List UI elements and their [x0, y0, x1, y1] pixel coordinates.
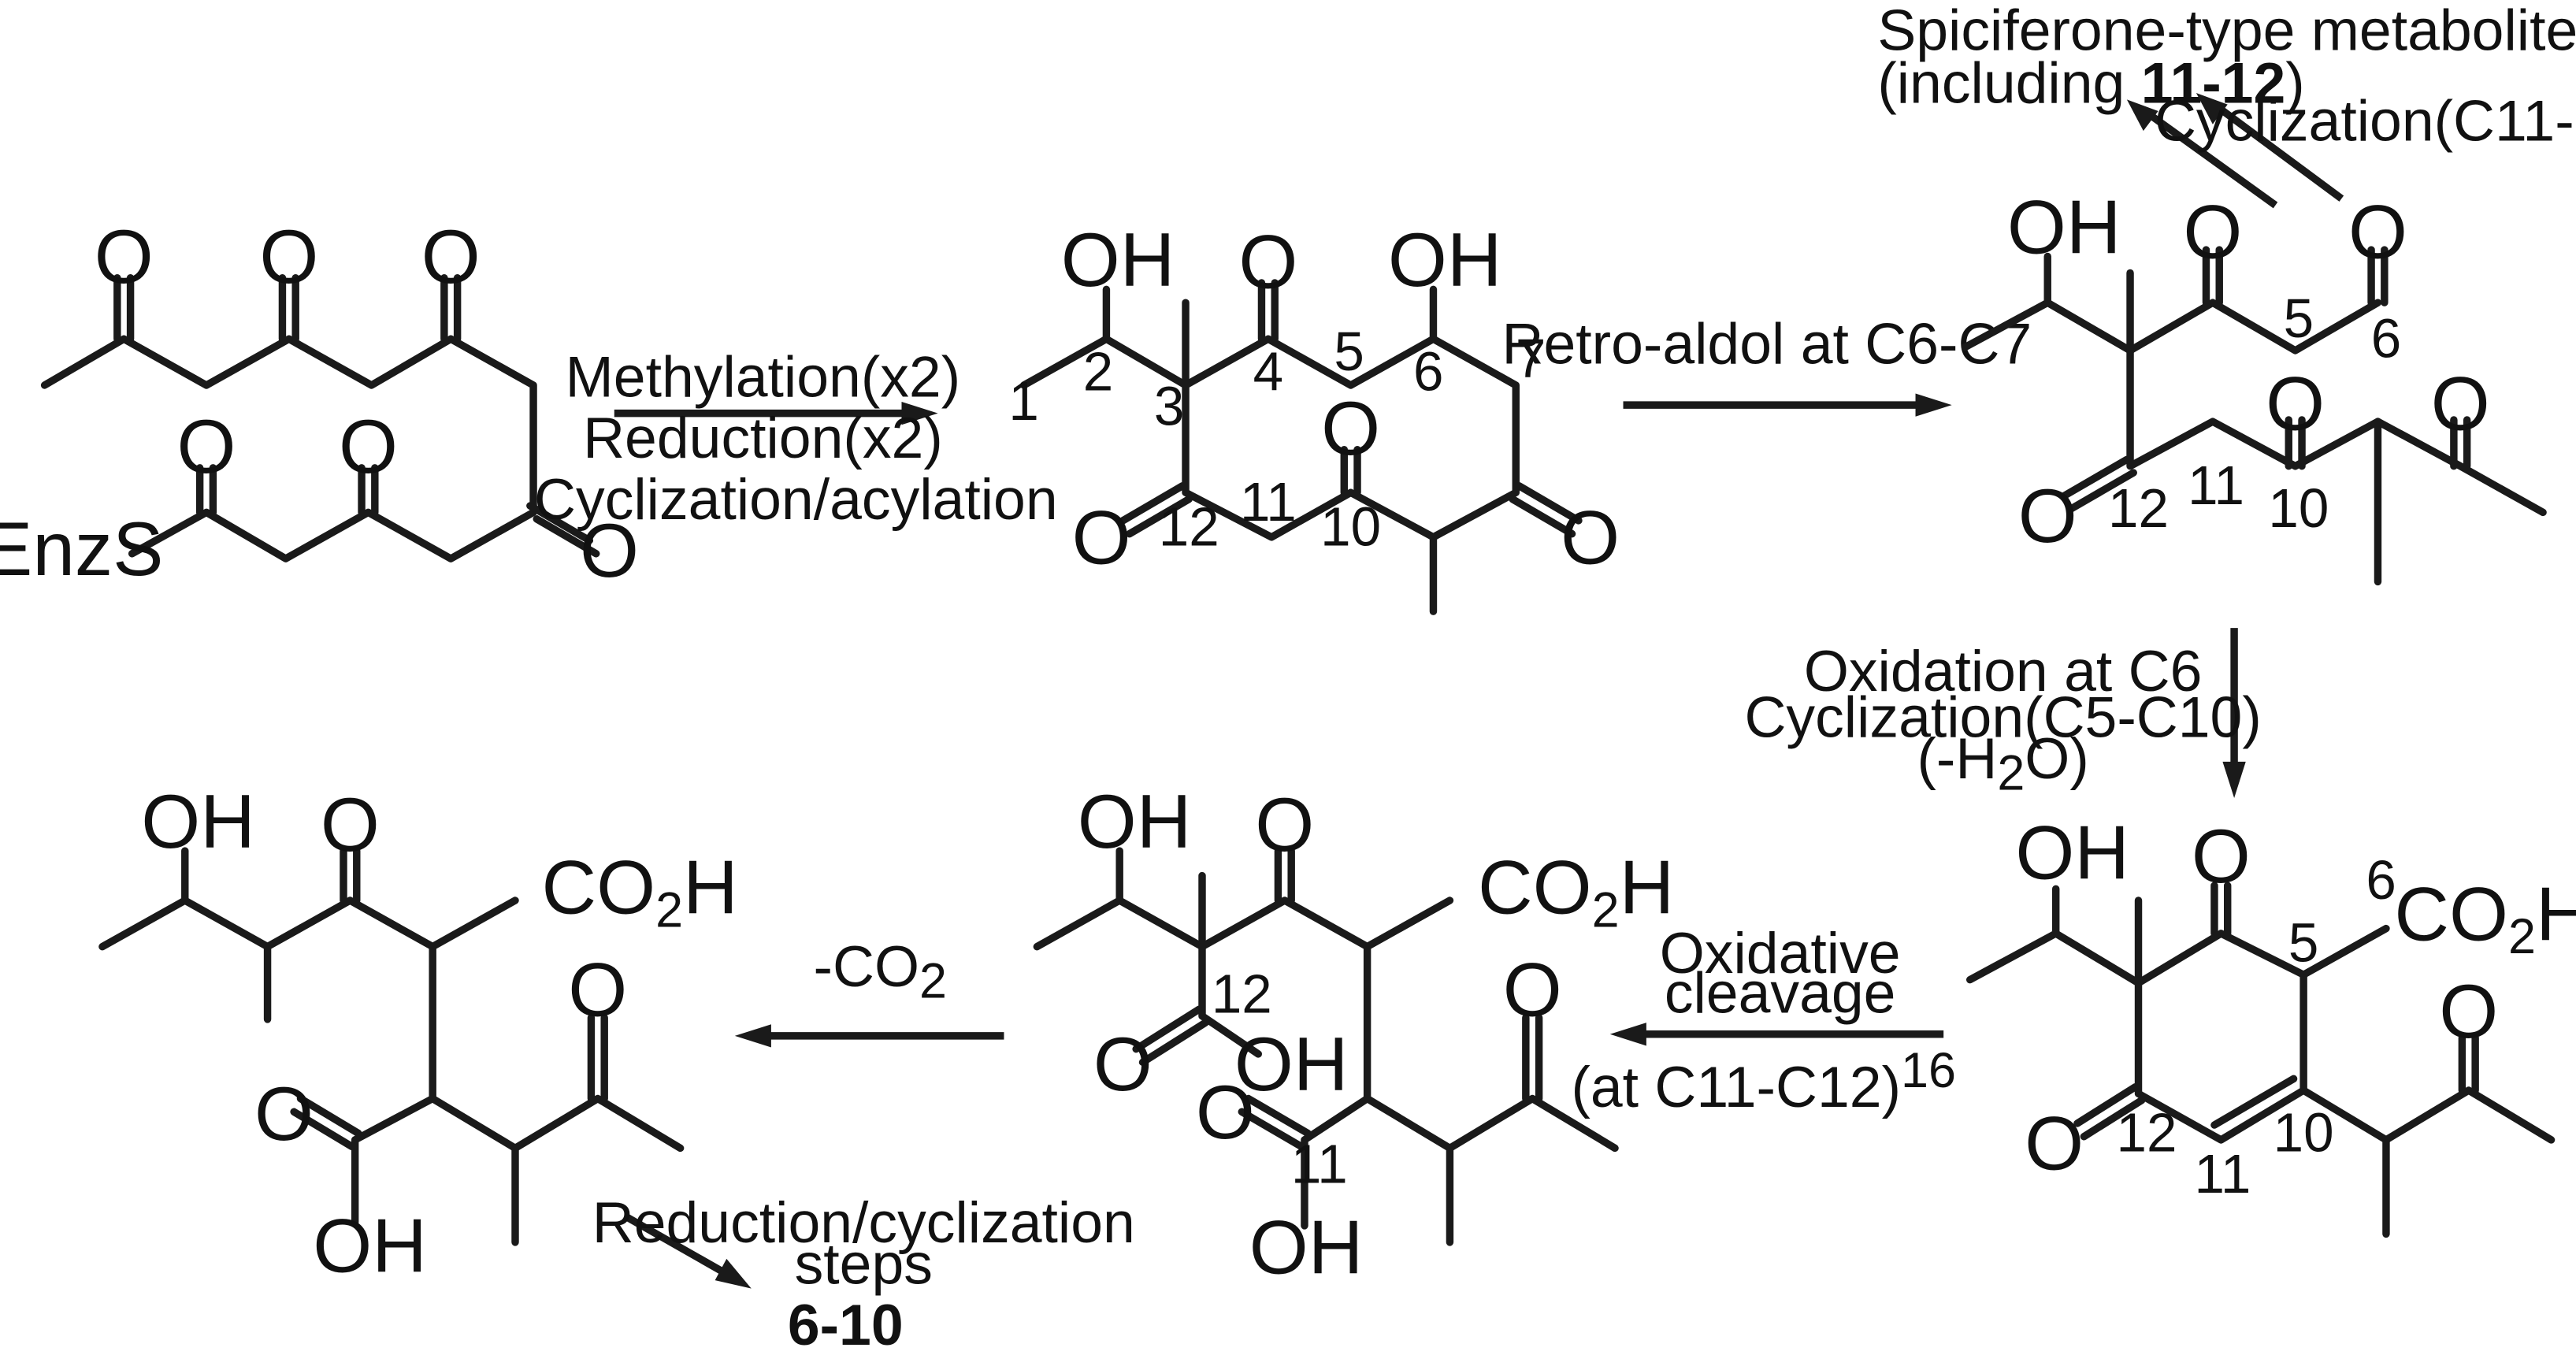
- structure-retro-aldol-product: OH O O O O O 5 6 11 12 10: [1961, 185, 2547, 586]
- carbon-number-3: 3: [1154, 375, 1184, 436]
- carboxylic-acid-group: CO2H: [542, 846, 738, 938]
- step3-oxidation-label: Oxidation at C6: [1804, 639, 2203, 703]
- carbon-number-5: 5: [2284, 288, 2314, 349]
- carbon-number-5: 5: [2288, 912, 2318, 974]
- hydroxyl-group: OH: [1388, 218, 1502, 303]
- carbon-number-12: 12: [1212, 963, 1272, 1025]
- carbon-number-12: 12: [1159, 496, 1219, 557]
- reaction-arrow-6: Reduction/cyclization steps 6-10: [592, 1190, 1135, 1355]
- step1-reduction-label: Reduction(x2): [583, 406, 943, 470]
- oxygen-atom: O: [1196, 1071, 1255, 1155]
- hydroxyl-group: OH: [1249, 1206, 1364, 1290]
- carboxylic-acid-group: CO2H: [1478, 846, 1674, 938]
- structure-diacid: OH O O O OH O OH CO2H 12 11: [1033, 780, 1674, 1290]
- carbon-number-6: 6: [1413, 340, 1443, 402]
- hydroxyl-group: OH: [1061, 218, 1175, 303]
- enzyme-thioester-label: EnzS: [0, 507, 163, 592]
- carbon-number-5: 5: [1334, 321, 1364, 382]
- step1-methylation-label: Methylation(x2): [566, 345, 960, 410]
- step4-cleavage-label: cleavage: [1665, 961, 1896, 1026]
- oxygen-atom: O: [1503, 948, 1562, 1033]
- oxygen-atom: O: [321, 783, 380, 867]
- reaction-arrow-4: Oxidative cleavage (at C11-C12)16: [1571, 921, 1955, 1119]
- oxygen-atom: O: [1093, 1023, 1153, 1107]
- oxygen-atom: O: [254, 1072, 314, 1156]
- hydroxyl-group: OH: [2007, 185, 2121, 269]
- oxygen-atom: O: [1321, 387, 1380, 471]
- step4-position-label: (at C11-C12)16: [1571, 1043, 1955, 1119]
- hydroxyl-group: OH: [313, 1205, 427, 1289]
- oxygen-atom: O: [2266, 362, 2325, 447]
- spiciferone-branch: Spiciferone-type metabolites16 (includin…: [1877, 0, 2576, 209]
- carbon-number-12: 12: [2108, 477, 2169, 539]
- oxygen-atom: O: [1561, 496, 1620, 580]
- oxygen-atom: O: [2025, 1102, 2084, 1186]
- step2-retro-aldol-label: Retro-aldol at C6-C7: [1502, 312, 2032, 377]
- oxygen-atom: O: [2018, 474, 2077, 559]
- step6-reduction-label: Reduction/cyclization: [592, 1190, 1135, 1255]
- structure-polyketide-chain: O O O O O O EnzS: [0, 215, 639, 593]
- structure-decarboxylated: OH O O O OH CO2H: [98, 780, 738, 1289]
- structure-cyclohexenone: OH O O O CO2H 6 5 12 11 10: [1965, 811, 2576, 1238]
- structure-macrocycle: OH OH O O O O 1 2 3 4 5 6 7 11 12 10: [1008, 218, 1620, 615]
- final-product-label: 6-10: [788, 1293, 904, 1355]
- hydroxyl-group: OH: [1234, 1023, 1349, 1107]
- carbon-number-4: 4: [1253, 340, 1283, 402]
- carboxylic-acid-group: CO2H: [2394, 872, 2576, 964]
- step5-decarboxylation-label: -CO2: [814, 934, 947, 1009]
- oxygen-atom: O: [259, 215, 318, 299]
- hydroxyl-group: OH: [1078, 780, 1192, 864]
- carbon-number-1: 1: [1008, 370, 1038, 432]
- oxygen-atom: O: [1238, 220, 1297, 304]
- carbon-number-6: 6: [2371, 307, 2401, 369]
- cyclization-c11-c6-label: Cyclization(C11-C6): [2155, 89, 2576, 154]
- carbon-number-10: 10: [1320, 496, 1381, 557]
- reaction-arrow-2: Retro-aldol at C6-C7: [1502, 312, 2032, 417]
- carbon-number-12: 12: [2117, 1102, 2177, 1164]
- oxygen-atom: O: [2439, 970, 2498, 1054]
- step3-cyclization-label: Cyclization(C5-C10): [1744, 685, 2261, 749]
- oxygen-atom: O: [95, 215, 154, 299]
- reaction-arrow-3: Oxidation at C6 Cyclization(C5-C10) (-H2…: [1744, 628, 2262, 801]
- step6-steps-label: steps: [795, 1231, 933, 1296]
- carbon-number-7: 7: [1516, 328, 1546, 389]
- oxygen-atom: O: [1072, 496, 1131, 580]
- oxygen-atom: O: [2183, 191, 2242, 275]
- oxygen-atom: O: [1255, 783, 1314, 867]
- step3-dehydration-label: (-H2O): [1917, 726, 2088, 801]
- oxygen-atom: O: [568, 948, 627, 1033]
- carbon-number-11: 11: [2188, 455, 2244, 516]
- carbon-number-6: 6: [2366, 849, 2396, 911]
- carbon-number-11: 11: [2195, 1143, 2251, 1205]
- carbon-number-10: 10: [2268, 477, 2329, 539]
- oxygen-atom: O: [580, 509, 639, 593]
- carbon-number-10: 10: [2273, 1102, 2334, 1164]
- carbon-number-11: 11: [1291, 1133, 1348, 1194]
- oxygen-atom: O: [2431, 362, 2490, 447]
- hydroxyl-group: OH: [2015, 811, 2129, 896]
- oxygen-atom: O: [2192, 815, 2251, 899]
- step1-cyclization-label: Cyclization/acylation: [534, 467, 1058, 532]
- carbon-number-2: 2: [1083, 340, 1113, 402]
- oxygen-atom: O: [339, 405, 398, 489]
- reaction-arrow-1: Methylation(x2) Reduction(x2) Cyclizatio…: [534, 345, 1058, 532]
- oxygen-atom: O: [2348, 191, 2407, 275]
- oxygen-atom: O: [177, 405, 236, 489]
- step4-oxidative-label: Oxidative: [1660, 921, 1901, 986]
- spiciferone-label: Spiciferone-type metabolites16: [1877, 0, 2576, 62]
- hydroxyl-group: OH: [141, 780, 255, 864]
- reaction-arrow-5: -CO2: [734, 934, 1004, 1048]
- oxygen-atom: O: [421, 215, 481, 299]
- carbon-number-11: 11: [1240, 471, 1297, 533]
